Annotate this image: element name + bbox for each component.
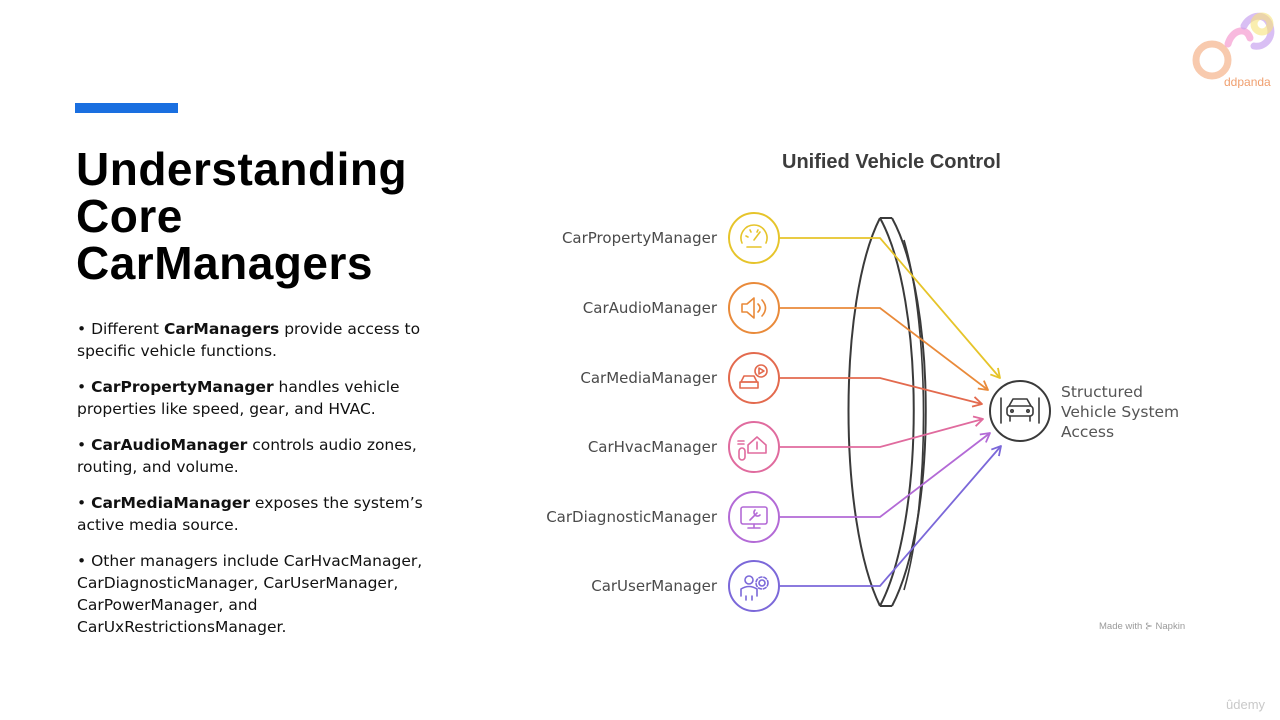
manager-label: CarDiagnosticManager xyxy=(546,508,717,526)
ddpanda-logo: ddpanda xyxy=(1192,12,1275,88)
diagnostic-monitor-icon xyxy=(728,491,780,543)
napkin-credit: Made with ⊱ Napkin xyxy=(1099,621,1186,632)
slide-title: Understanding Core CarManagers xyxy=(76,146,407,287)
connector-line xyxy=(779,432,991,518)
manager-label: CarHvacManager xyxy=(587,438,717,456)
bullet-text: handles vehicle properties like speed, g… xyxy=(77,378,400,418)
bullet-keyword: CarManagers xyxy=(163,320,280,338)
bullet-keyword: CarAudioManager xyxy=(91,436,248,454)
title-line: CarManagers xyxy=(76,237,373,289)
bullet-list: • Different CarManagers provide access t… xyxy=(77,318,457,652)
udemy-watermark: ûdemy xyxy=(1226,697,1266,712)
lens-shape xyxy=(847,217,927,607)
outcome-line: Access xyxy=(1061,423,1115,441)
user-settings-icon xyxy=(728,560,780,612)
bullet-keyword: CarPropertyManager xyxy=(91,378,274,396)
connector-line xyxy=(779,445,1002,587)
manager-label: CarMediaManager xyxy=(580,369,717,387)
bullet-text: • Other managers include CarHvacManager,… xyxy=(77,552,423,636)
bullet-text: exposes the system’s active media source… xyxy=(77,494,423,534)
car-front-icon xyxy=(1000,397,1040,424)
diagram-title: Unified Vehicle Control xyxy=(782,151,1001,173)
arrow-head xyxy=(972,415,984,427)
connector-line xyxy=(779,237,1001,379)
connector-line xyxy=(779,418,984,448)
bullet-text: provide access to specific vehicle funct… xyxy=(77,320,421,360)
bullet-text: • xyxy=(77,378,92,396)
outcome-label: Structured Vehicle System Access xyxy=(1061,382,1179,442)
outcome-line: Structured xyxy=(1061,383,1143,401)
connector-line xyxy=(779,377,983,405)
bullet-text: • Different xyxy=(77,320,164,338)
speedometer-icon xyxy=(728,212,780,264)
accent-bar xyxy=(75,103,178,113)
car-media-icon xyxy=(728,352,780,404)
title-line: Understanding xyxy=(76,143,408,195)
bullet-item: • Different CarManagers provide access t… xyxy=(77,318,457,362)
bullet-item: • CarPropertyManager handles vehicle pro… xyxy=(77,376,457,420)
bullet-text: controls audio zones, routing, and volum… xyxy=(77,436,417,476)
bullet-text: • xyxy=(77,436,92,454)
bullet-item: • CarMediaManager exposes the system’s a… xyxy=(77,492,457,536)
arrow-head xyxy=(990,367,1001,379)
arrow-head xyxy=(977,380,989,391)
manager-label: CarPropertyManager xyxy=(561,229,717,247)
arrow-head xyxy=(971,396,983,408)
manager-label: CarUserManager xyxy=(591,577,717,595)
bullet-item: • CarAudioManager controls audio zones, … xyxy=(77,434,457,478)
title-line: Core xyxy=(76,190,183,242)
bullet-item: • Other managers include CarHvacManager,… xyxy=(77,550,457,638)
arrow-head xyxy=(979,432,991,443)
outcome-line: Vehicle System xyxy=(1061,403,1180,421)
connector-line xyxy=(779,307,989,391)
home-thermostat-icon xyxy=(728,421,780,473)
speaker-icon xyxy=(728,282,780,334)
outcome-node xyxy=(989,380,1051,442)
logo-text: ddpanda xyxy=(1224,75,1271,88)
bullet-keyword: CarMediaManager xyxy=(91,494,250,512)
manager-label: CarAudioManager xyxy=(582,299,717,317)
arrow-head xyxy=(991,445,1002,457)
bullet-text: • xyxy=(77,494,92,512)
